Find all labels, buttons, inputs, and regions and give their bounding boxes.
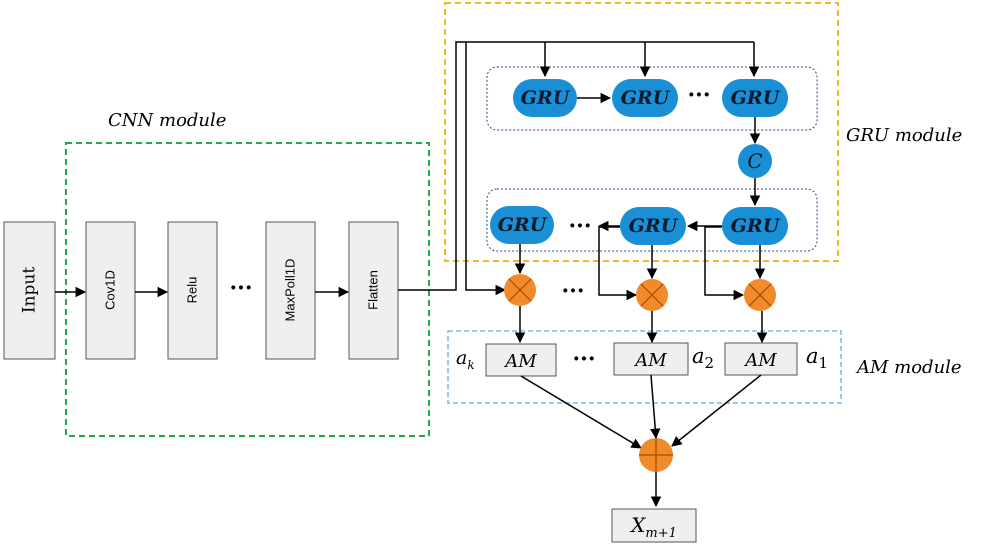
skip-to-mult-2-path <box>598 226 638 301</box>
gru-lower-group <box>486 188 818 252</box>
cnn-layer-relu: Relu <box>167 221 218 360</box>
multiply-node-1 <box>744 279 776 311</box>
am-box-2-label: AM <box>633 350 667 371</box>
cnn-layer-maxpool-label: MaxPoll1D <box>282 259 297 322</box>
mult-ellipsis: ··· <box>562 278 585 304</box>
cnn-ellipsis: ··· <box>230 275 253 301</box>
gru-bottom-k-label: GRU <box>498 214 548 236</box>
concat-node-label: C <box>747 149 762 173</box>
cnn-module-border <box>65 142 430 437</box>
sum-node <box>639 438 673 472</box>
cnn-layer-flatten: Flatten <box>348 221 399 360</box>
am-module-border <box>447 330 842 404</box>
concat-node: C <box>738 144 772 178</box>
cnn-layer-cov1d: Cov1D <box>85 221 136 360</box>
am-box-2: AM <box>613 342 689 376</box>
gru-top-ellipsis: ··· <box>688 82 711 108</box>
am-ellipsis: ··· <box>573 346 596 372</box>
gru-module-border <box>444 2 839 262</box>
cnn-module-label: CNN module <box>108 110 226 131</box>
cnn-layer-maxpool: MaxPoll1D <box>265 221 316 360</box>
gru-top-3: GRU <box>722 79 788 117</box>
weight-a1: a1 <box>806 344 828 372</box>
weight-ak: ak <box>456 347 475 372</box>
gru-bottom-1-label: GRU <box>731 215 781 237</box>
arrow-am-2-to-sum <box>650 374 661 440</box>
skip-to-mult-1-path <box>704 226 745 301</box>
flatten-to-gru-path <box>398 41 754 291</box>
output-label: Xm+1 <box>629 513 677 541</box>
am-module-label: AM module <box>855 357 962 378</box>
am-box-1: AM <box>724 342 798 376</box>
arrow-am-1-to-sum <box>671 374 762 447</box>
am-box-k: AM <box>485 343 557 377</box>
gru-bottom-1: GRU <box>722 207 788 245</box>
multiply-node-2 <box>636 279 668 311</box>
weight-a2: a2 <box>692 344 714 372</box>
output-box: Xm+1 <box>611 508 697 543</box>
gru-bottom-ellipsis: ··· <box>569 213 592 239</box>
gru-top-2: GRU <box>612 79 678 117</box>
gru-top-1: GRU <box>513 79 577 117</box>
gru-top-2-label: GRU <box>621 87 671 109</box>
arrow-am-k-to-sum <box>520 375 642 449</box>
gru-bottom-2-label: GRU <box>629 215 679 237</box>
cnn-layer-cov1d-label: Cov1D <box>102 270 117 310</box>
cnn-layer-input: Input <box>3 221 56 360</box>
gru-bottom-2: GRU <box>620 207 686 245</box>
am-box-1-label: AM <box>743 350 777 371</box>
gru-module-label: GRU module <box>846 125 962 146</box>
cnn-layer-input-label: Input <box>20 267 40 313</box>
multiply-node-k <box>504 274 536 306</box>
gru-top-1-label: GRU <box>521 87 571 109</box>
flatten-to-mult-k-path <box>465 42 507 296</box>
gru-top-3-label: GRU <box>731 87 781 109</box>
am-box-k-label: AM <box>503 351 537 372</box>
cnn-layer-flatten-label: Flatten <box>365 270 380 310</box>
gru-bottom-k: GRU <box>490 206 554 244</box>
cnn-layer-relu-label: Relu <box>184 277 199 304</box>
